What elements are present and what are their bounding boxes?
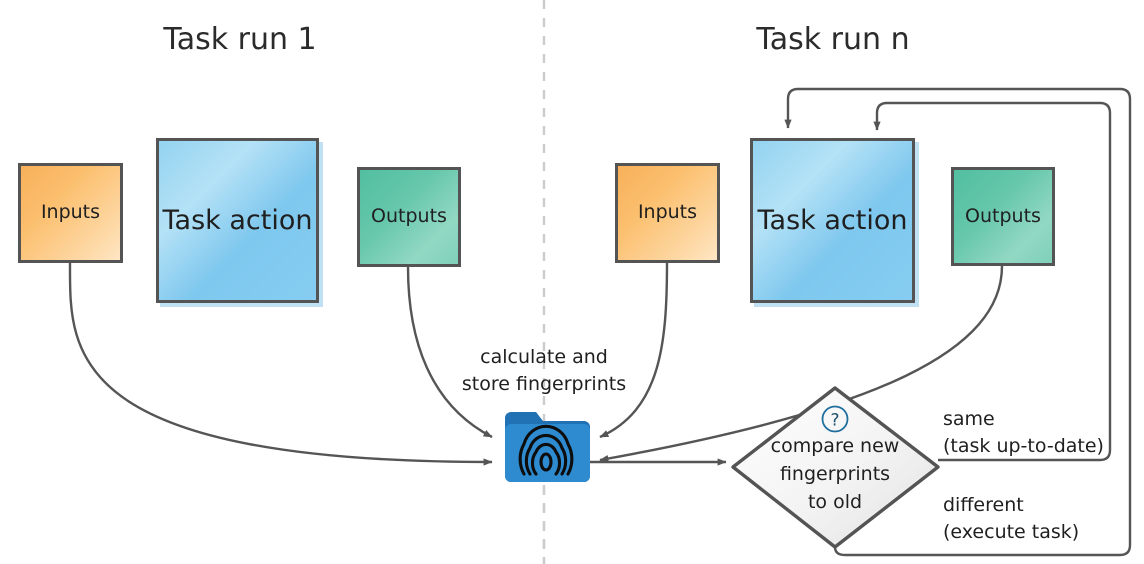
runn-task-action-label: Task action [757, 204, 908, 236]
runn-outputs-box[interactable]: Outputs [951, 167, 1055, 266]
branch-same-label: same [943, 408, 995, 430]
runn-inputs-box[interactable]: Inputs [615, 163, 720, 263]
question-mark-icon: ? [820, 404, 850, 434]
decision-diamond[interactable] [731, 386, 940, 549]
runn-outputs-label: Outputs [965, 204, 1041, 227]
runn-task-action-box[interactable]: Task action [750, 138, 915, 303]
fingerprint-folder-icon[interactable] [501, 408, 590, 485]
edge-branch-different [784, 87, 1132, 557]
section-title-run1: Task run 1 [163, 22, 317, 57]
edge-branch-same [873, 101, 1112, 462]
branch-different-label: different [943, 494, 1024, 516]
store-caption-line1: calculate and [480, 346, 608, 368]
run1-task-action-label: Task action [162, 204, 313, 236]
run1-outputs-box[interactable]: Outputs [357, 167, 461, 267]
branch-different-sublabel: (execute task) [943, 521, 1080, 543]
run1-inputs-box[interactable]: Inputs [18, 163, 123, 263]
runn-inputs-label: Inputs [637, 201, 698, 224]
edge-runn-inputs-to-store [599, 262, 669, 439]
section-title-runn: Task run n [756, 22, 910, 57]
branch-same-sublabel: (task up-to-date) [943, 435, 1104, 457]
store-caption-line2: store fingerprints [461, 373, 627, 395]
edge-runn-outputs-to-store [599, 265, 1004, 463]
edge-run1-inputs-to-store [68, 262, 493, 466]
svg-text:?: ? [830, 411, 839, 431]
run1-task-action-box[interactable]: Task action [156, 138, 319, 303]
run1-inputs-label: Inputs [40, 201, 101, 224]
run1-outputs-label: Outputs [371, 205, 447, 228]
edge-run1-outputs-to-store [406, 266, 493, 439]
